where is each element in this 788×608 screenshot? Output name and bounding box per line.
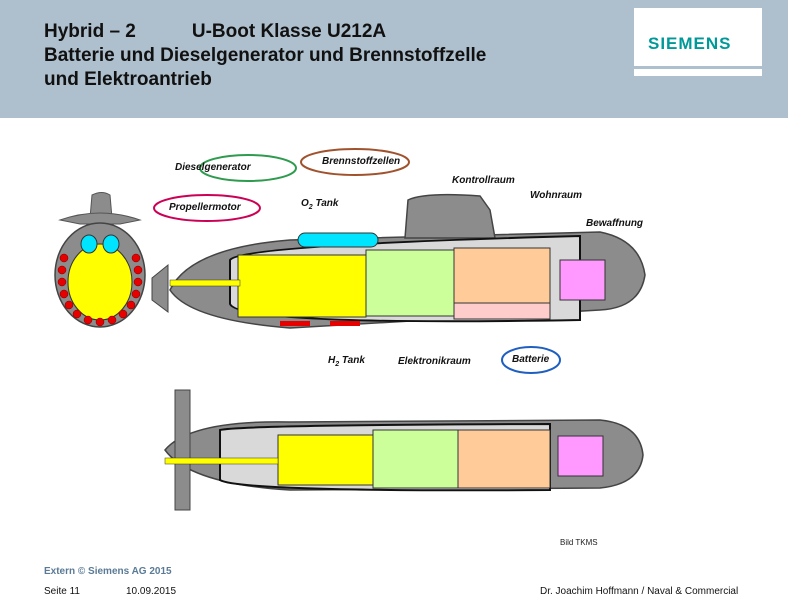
brennstoffzellen-ring: [300, 148, 410, 176]
copyright: Extern © Siemens AG 2015: [44, 566, 172, 577]
batterie-ring: [501, 346, 561, 374]
slide-date: 10.09.2015: [126, 586, 177, 597]
author: Dr. Joachim Hoffmann / Naval & Commercia…: [540, 586, 739, 597]
label-batterie: Batterie: [512, 354, 550, 365]
label-propellermotor: Propellermotor: [169, 202, 241, 213]
label-h2-tank: H2 Tank: [328, 355, 365, 368]
submarine-diagram: [54, 148, 646, 511]
title-left: Hybrid – 2: [44, 21, 136, 42]
slide-title: Hybrid – 2 U-Boot Klasse U212A Batterie u…: [44, 20, 486, 92]
label-brennstoffzellen: Brennstoffzellen: [322, 156, 401, 167]
title-line-2: Batterie und Dieselgenerator und Brennst…: [44, 45, 487, 66]
label-dieselgenerator: Dieselgenerator: [175, 162, 251, 173]
propellermotor-ring: [153, 194, 261, 222]
label-bewaffnung: Bewaffnung: [586, 218, 644, 229]
label-kontrollraum: Kontrollraum: [452, 175, 515, 186]
label-elektronikraum: Elektronikraum: [398, 356, 471, 367]
dieselgenerator-ring: [199, 154, 297, 182]
label-wohnraum: Wohnraum: [530, 190, 583, 201]
header-bar: Hybrid – 2 U-Boot Klasse U212A Batterie u…: [0, 0, 788, 118]
label-o2-tank: O2 Tank: [301, 198, 339, 211]
logo-underline: [634, 66, 762, 69]
top-view: [164, 389, 644, 511]
siemens-logo-text: SIEMENS: [648, 34, 732, 53]
side-view: [151, 193, 646, 329]
title-line-3: und Elektroantrieb: [44, 69, 212, 90]
cross-section: [54, 192, 146, 328]
page-number: Seite 11: [44, 586, 80, 597]
title-right: U-Boot Klasse U212A: [191, 21, 387, 42]
image-credit: Bild TKMS: [560, 538, 598, 547]
siemens-logo: SIEMENS: [634, 8, 762, 76]
